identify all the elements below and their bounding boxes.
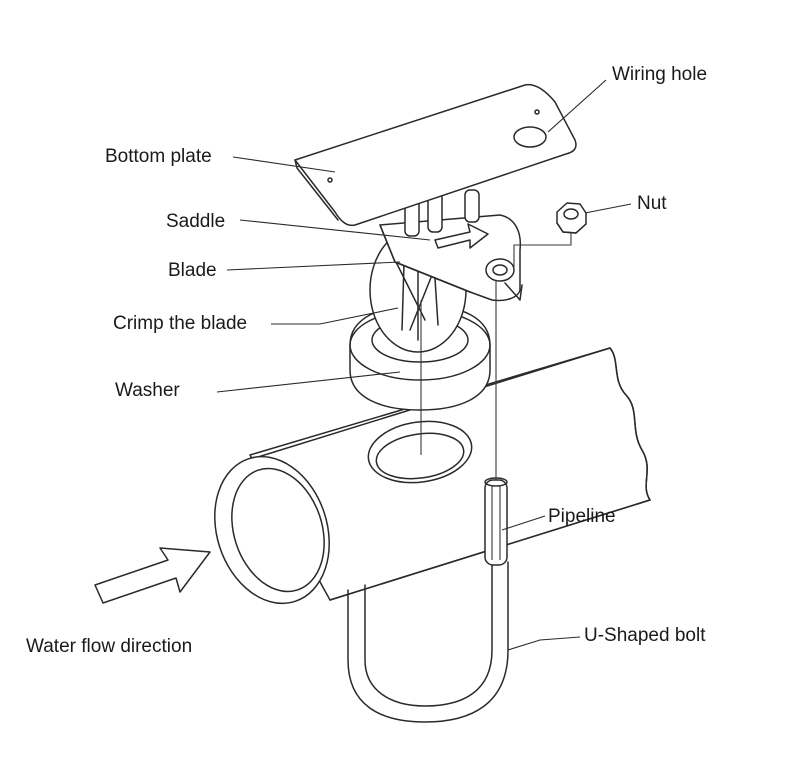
label-wiring-hole: Wiring hole <box>612 64 708 85</box>
label-u-shaped-bolt: U-Shaped bolt <box>584 625 706 646</box>
pipeline <box>214 347 651 605</box>
label-crimp-blade: Crimp the blade <box>113 313 248 334</box>
nut <box>556 202 587 234</box>
water-flow-arrow <box>94 547 211 604</box>
label-pipeline: Pipeline <box>548 506 616 527</box>
label-saddle: Saddle <box>166 211 226 232</box>
label-blade: Blade <box>168 260 217 281</box>
assembly-lines <box>420 233 572 480</box>
leader-lines <box>216 79 632 651</box>
label-bottom-plate: Bottom plate <box>105 146 212 167</box>
bottom-plate <box>294 83 577 227</box>
label-nut: Nut <box>637 193 667 214</box>
label-washer: Washer <box>115 380 180 401</box>
label-water-flow-direction: Water flow direction <box>26 636 193 657</box>
